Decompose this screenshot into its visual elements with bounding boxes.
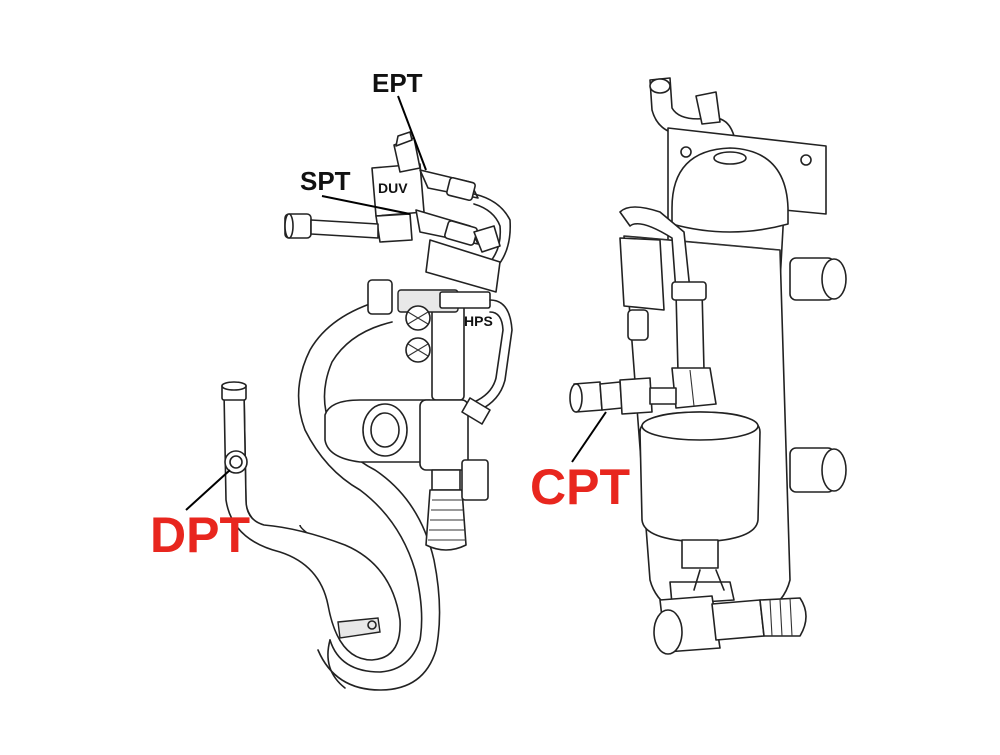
sight-glass-housing — [324, 399, 441, 463]
dpt-label: DPT — [150, 507, 250, 563]
hps-sensor-line — [461, 299, 513, 425]
dpt-discharge-pipe — [221, 381, 401, 661]
center-suction-loop — [297, 299, 441, 691]
ept-label: EPT — [372, 68, 423, 98]
dpt-leader-line — [185, 469, 231, 511]
receiver-tank-assembly — [569, 77, 847, 655]
duv-label: DUV — [378, 180, 408, 196]
left-service-fitting — [284, 213, 379, 239]
spt-label: SPT — [300, 166, 351, 196]
spt-leader-line — [321, 195, 411, 215]
cpt-leader-line — [571, 411, 607, 463]
cpt-label: CPT — [530, 459, 630, 515]
upper-valve-assembly — [371, 131, 512, 293]
hps-label: HPS — [464, 313, 493, 329]
center-valve-column — [367, 279, 491, 551]
ept-leader-line — [397, 95, 427, 171]
